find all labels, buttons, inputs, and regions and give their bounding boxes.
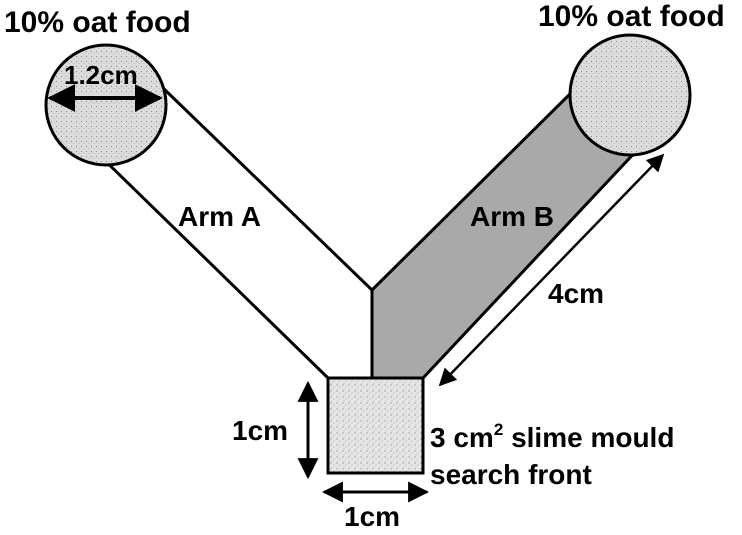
square-height-label: 1cm (232, 415, 288, 446)
arm-length-label: 4cm (548, 278, 604, 309)
arm-a-label: Arm A (178, 201, 261, 232)
slime-mould-label-line2: search front (430, 459, 592, 490)
square-width-label: 1cm (344, 501, 400, 530)
slime-area-value: 3 cm (430, 422, 494, 453)
food-circle-right (568, 33, 692, 157)
food-label-right: 10% oat food (538, 0, 725, 33)
slime-mould-square (326, 376, 425, 475)
slime-mould-label-line1: 3 cm2 slime mould (430, 420, 674, 453)
diameter-label: 1.2cm (64, 60, 138, 90)
slime-area-superscript: 2 (494, 420, 503, 439)
slime-mould-text: slime mould (503, 422, 674, 453)
arm-b-label: Arm B (470, 201, 554, 232)
arm-length-arrow (438, 153, 665, 387)
food-label-left: 10% oat food (4, 6, 191, 39)
